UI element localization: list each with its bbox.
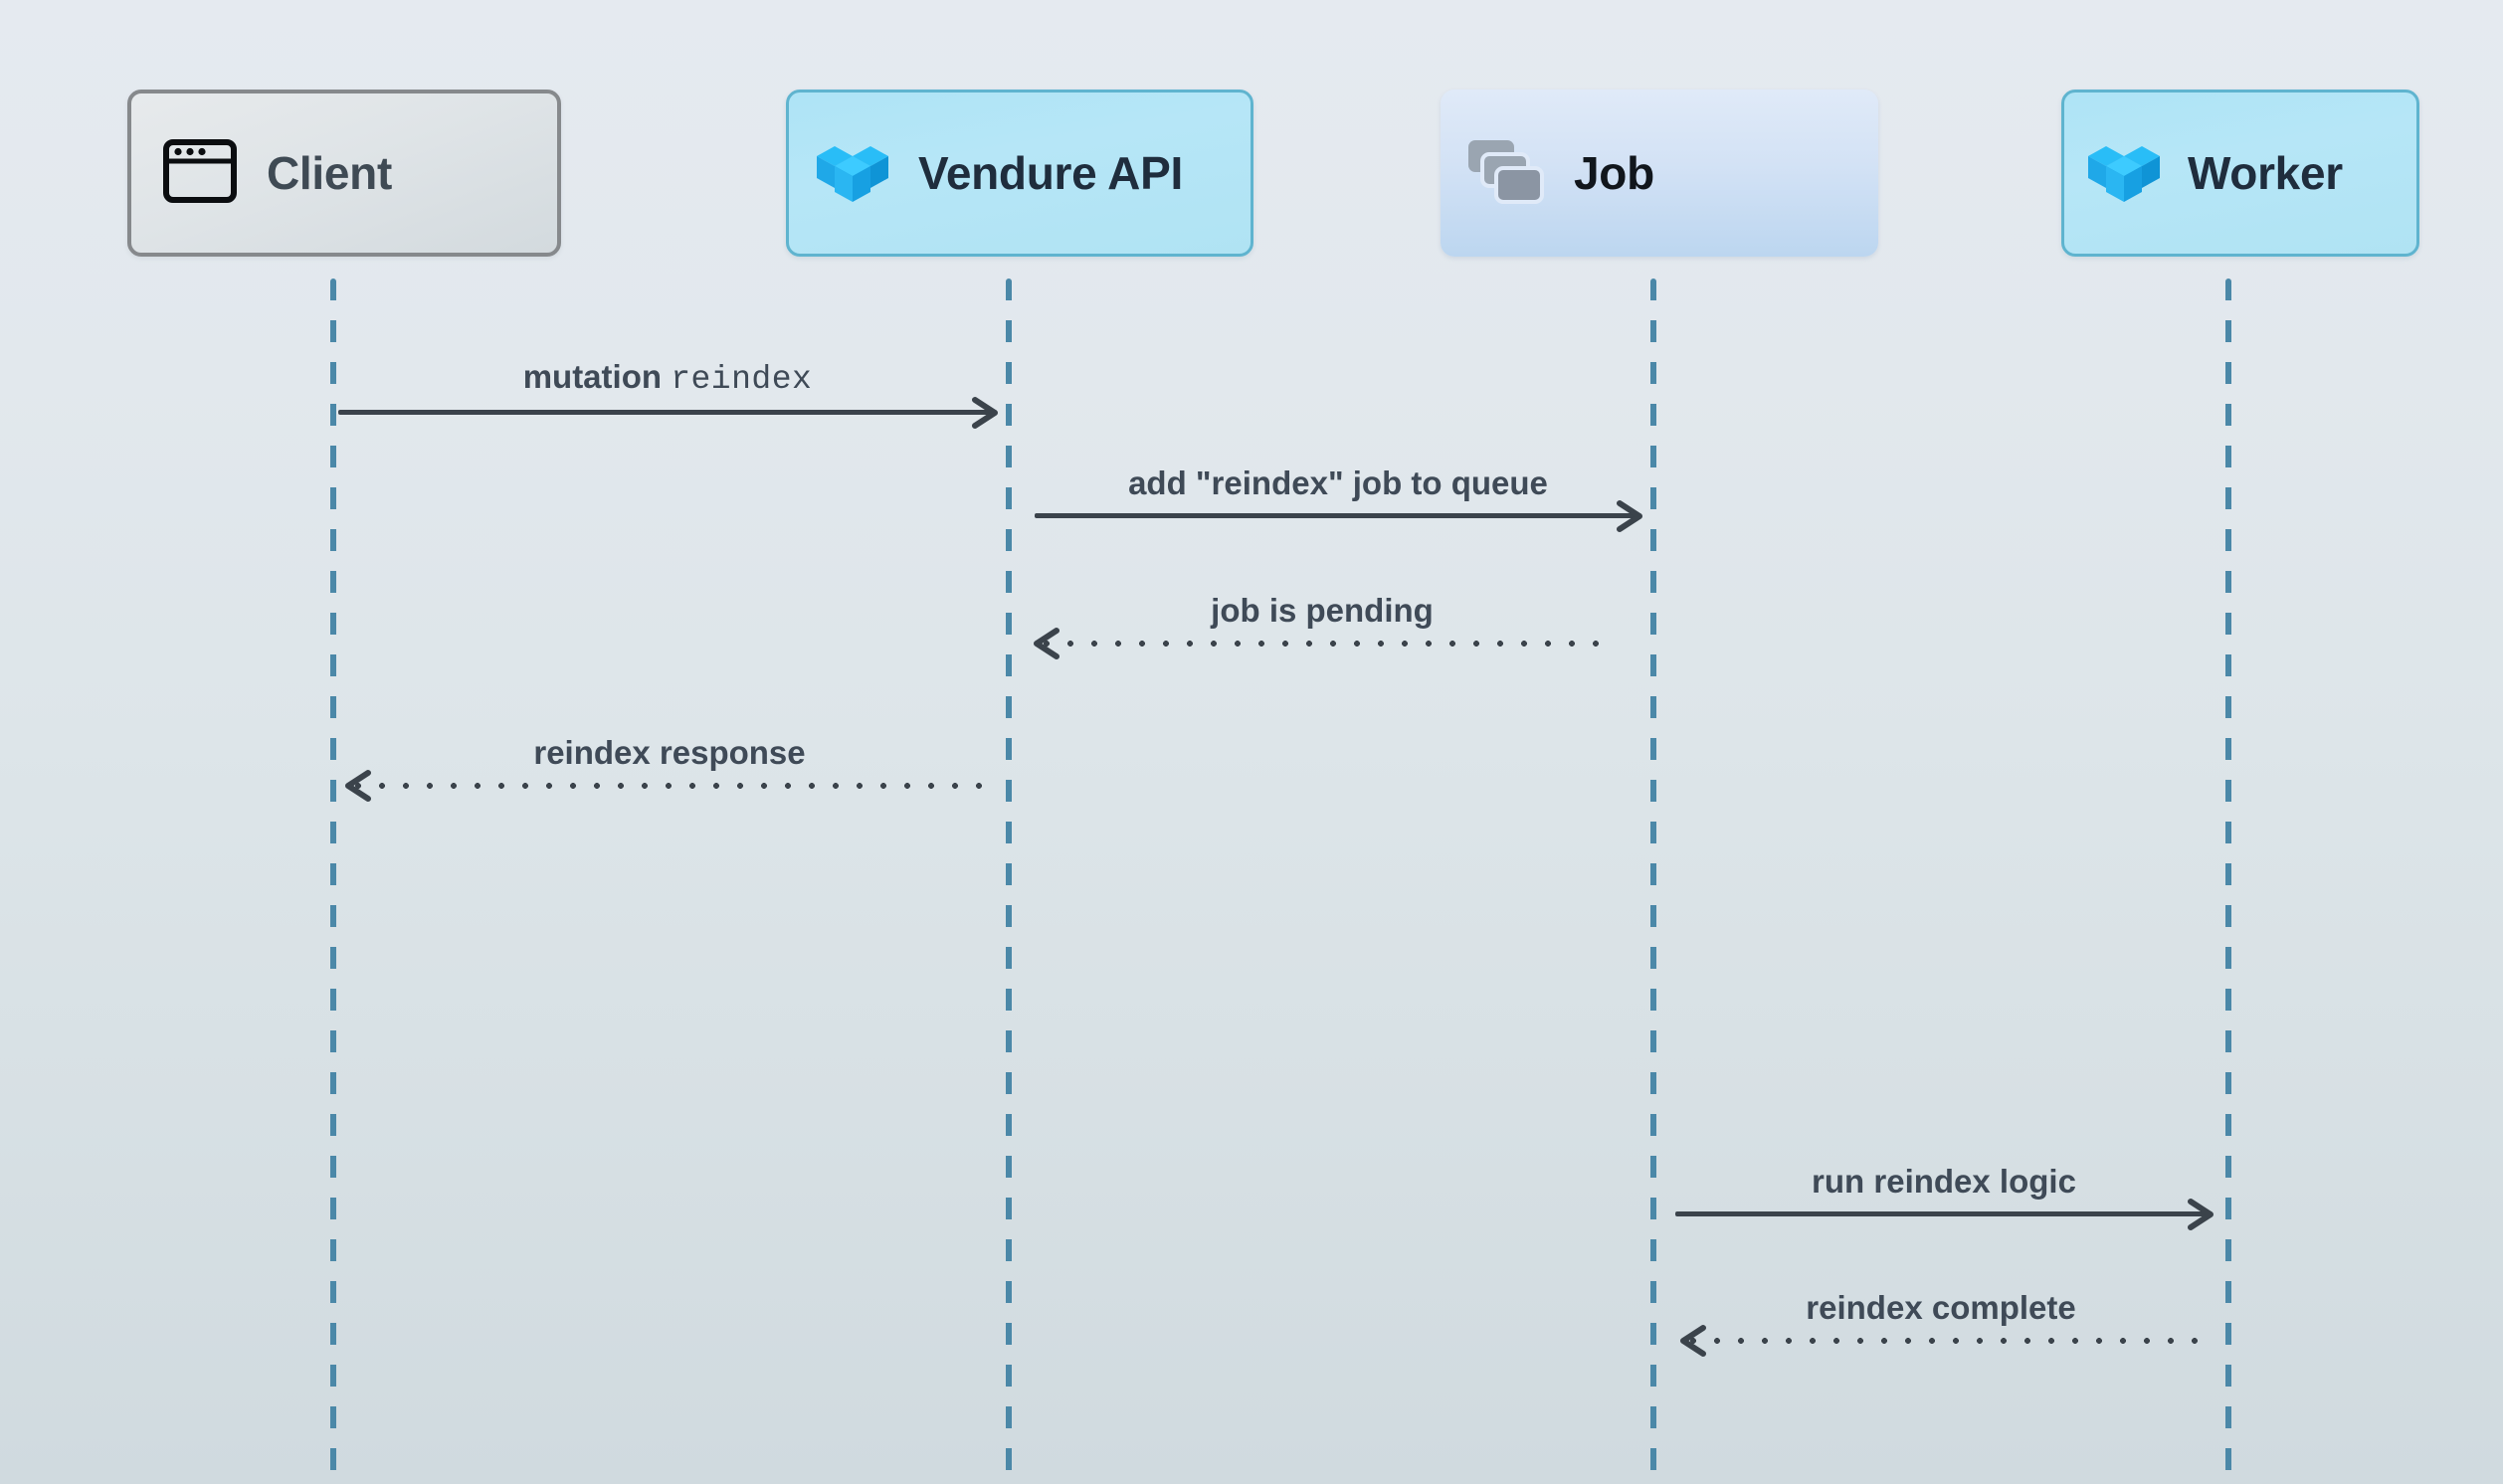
arrowhead-left-icon	[1677, 1324, 1711, 1358]
vendure-cubes-icon	[813, 134, 892, 213]
message-label-job-is-pending: job is pending	[1211, 592, 1434, 629]
message-label-reindex-response: reindex response	[533, 734, 806, 771]
browser-window-icon	[163, 138, 237, 208]
arrowhead-left-icon	[1031, 627, 1064, 660]
message-label-reindex-complete: reindex complete	[1806, 1289, 2076, 1326]
participant-label-client: Client	[267, 147, 392, 199]
message-line-dotted	[346, 783, 993, 789]
participant-worker[interactable]: Worker	[2061, 90, 2419, 257]
message-label-add-reindex-job: add "reindex" job to queue	[1128, 464, 1548, 501]
participant-job[interactable]: Job	[1441, 90, 1878, 257]
message-line-solid	[338, 410, 997, 415]
participant-vendure-api[interactable]: Vendure API	[786, 90, 1253, 257]
message-line-dotted	[1681, 1338, 2201, 1344]
vendure-cubes-icon	[2084, 134, 2164, 213]
participant-label-job: Job	[1574, 147, 1654, 199]
message-line-dotted	[1035, 641, 1610, 647]
arrowhead-right-icon	[1612, 499, 1645, 533]
arrowhead-right-icon	[967, 396, 1001, 430]
arrowhead-right-icon	[2183, 1198, 2216, 1231]
lifeline-api	[1006, 278, 1012, 1484]
message-label-code: reindex	[671, 361, 813, 398]
message-label-text: mutation	[522, 358, 663, 395]
lifeline-job	[1650, 278, 1656, 1484]
message-label-run-reindex-logic: run reindex logic	[1812, 1163, 2076, 1200]
participant-label-vendure-api: Vendure API	[918, 147, 1183, 199]
participant-client[interactable]: Client	[127, 90, 561, 257]
arrowhead-left-icon	[342, 769, 376, 803]
message-line-solid	[1675, 1211, 2213, 1216]
stacked-cards-icon	[1464, 136, 1546, 211]
message-label-mutation-reindex: mutation reindex	[338, 360, 997, 396]
message-line-solid	[1035, 513, 1641, 518]
participant-label-worker: Worker	[2188, 147, 2343, 199]
lifeline-client	[330, 278, 336, 1484]
lifeline-worker	[2225, 278, 2231, 1484]
